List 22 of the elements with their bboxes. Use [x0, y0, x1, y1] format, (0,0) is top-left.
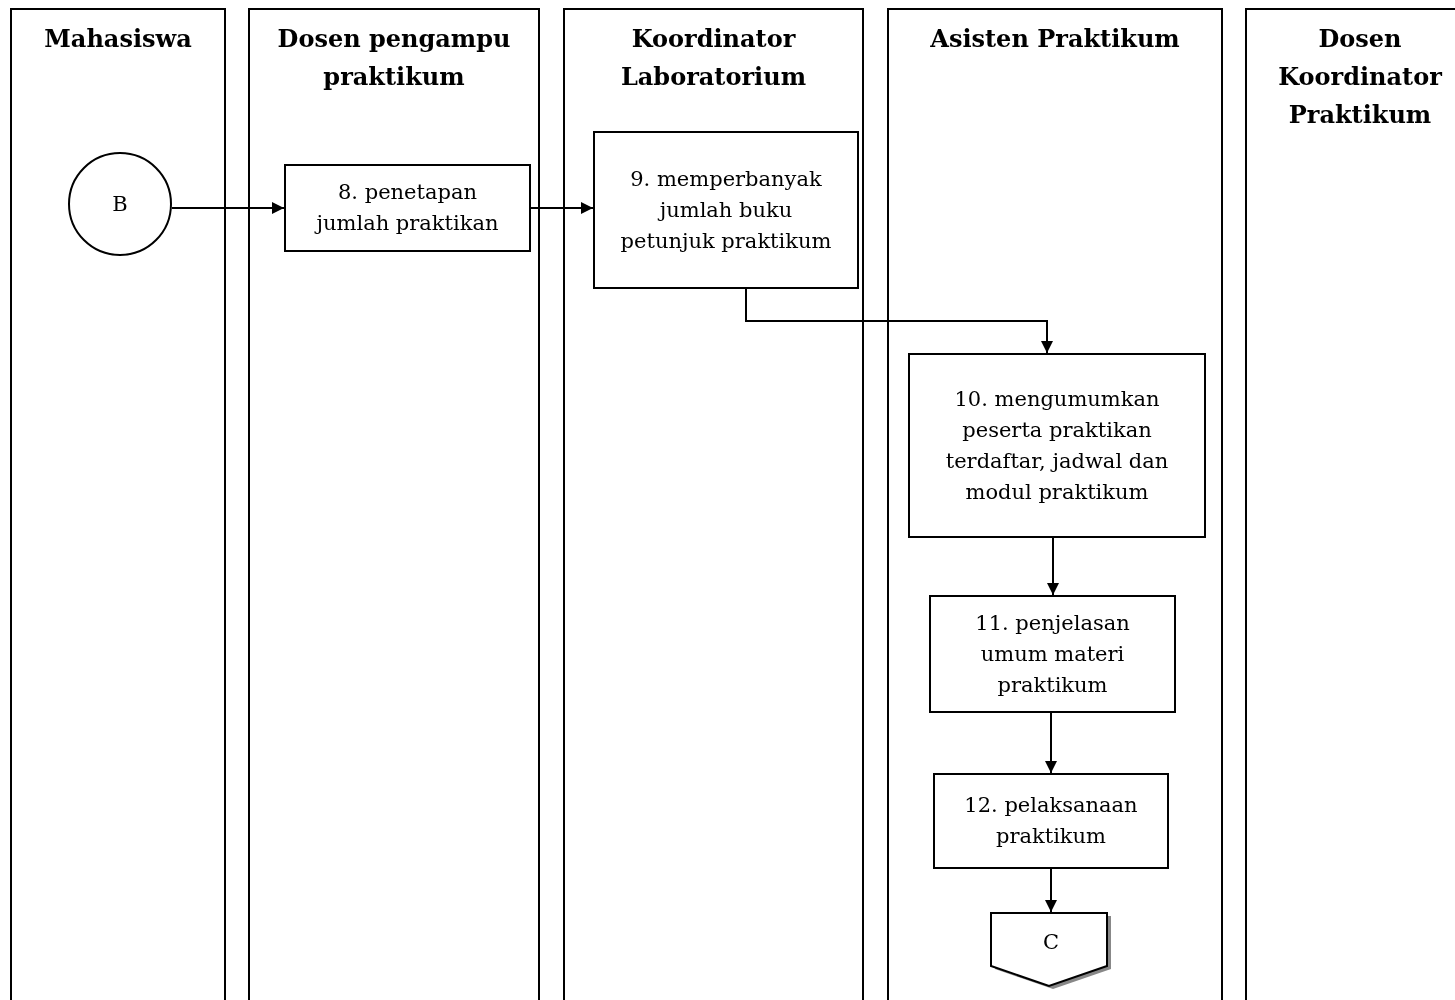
arrow: [1047, 537, 1059, 596]
arrow: [745, 288, 1053, 354]
lane-heading: Dosen pengampu praktikum: [276, 23, 512, 93]
lane-heading: Mahasiswa: [43, 23, 193, 55]
lane-heading: Koordinator Laboratorium: [619, 23, 808, 93]
process-box: 11. penjelasan umum materi praktikum: [929, 595, 1176, 713]
arrow: [171, 202, 285, 214]
lane-heading: Asisten Praktikum: [929, 23, 1181, 55]
arrow: [1045, 868, 1057, 913]
arrow: [1045, 712, 1057, 774]
swimlane: [248, 8, 540, 1000]
process-box: 8. penetapan jumlah praktikan: [284, 164, 531, 252]
process-box: 10. mengumumkan peserta praktikan terdaftar, jadwal dan modul praktikum: [908, 353, 1206, 538]
connector-circle: B: [68, 152, 172, 256]
swimlane: [1245, 8, 1455, 1000]
arrow: [530, 202, 594, 214]
swimlane: [10, 8, 226, 1000]
lane-heading: Dosen Koordinator Praktikum: [1277, 23, 1443, 131]
process-box: 12. pelaksanaan praktikum: [933, 773, 1169, 869]
swimlane: [563, 8, 864, 1000]
process-box: 9. memperbanyak jumlah buku petunjuk praktikum: [593, 131, 859, 289]
swimlane: [887, 8, 1223, 1000]
